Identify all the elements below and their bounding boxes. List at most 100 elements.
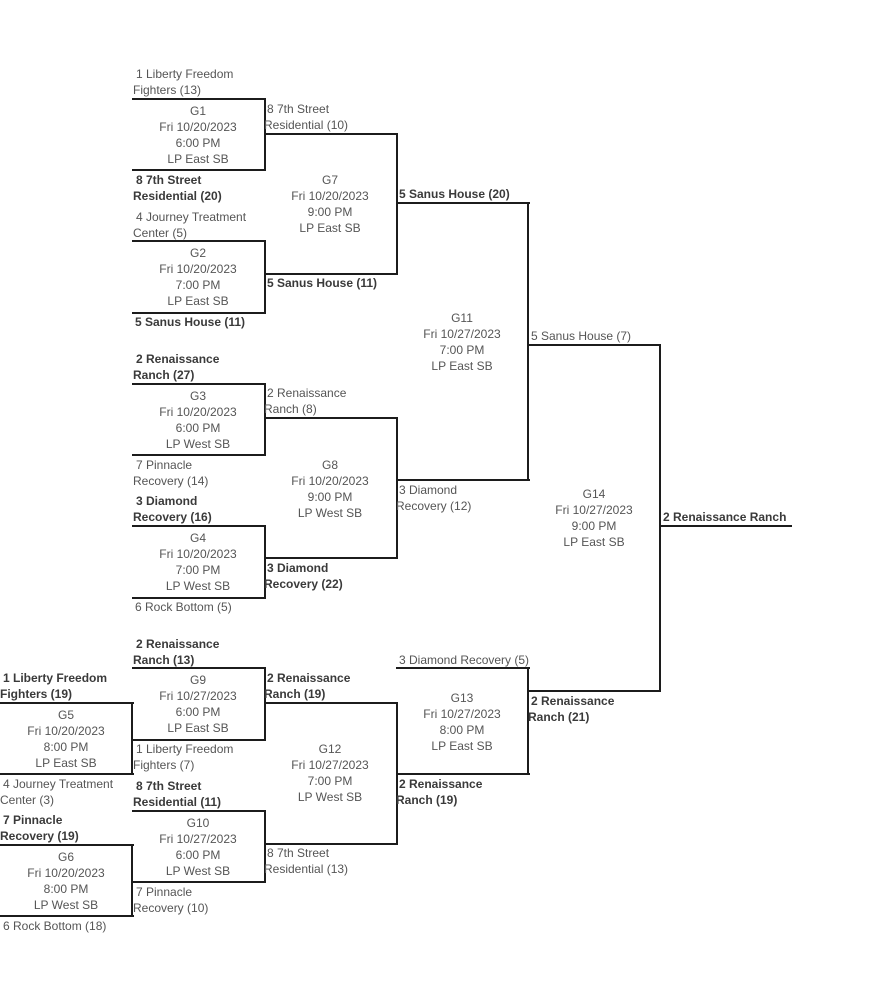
g8-top-team: 2 Renaissance Ranch (8) bbox=[264, 385, 346, 417]
g9-bottom-team-line1: 1 Liberty Freedom bbox=[136, 742, 234, 756]
g10-top-line bbox=[132, 810, 266, 812]
g10-bottom-team-line2: Recovery (10) bbox=[133, 901, 209, 915]
g13-bottom-team-line2: Ranch (19) bbox=[396, 793, 458, 807]
g12-date: Fri 10/27/2023 bbox=[291, 758, 369, 772]
g4-date: Fri 10/20/2023 bbox=[159, 547, 237, 561]
g6-bottom-team-line1: 6 Rock Bottom (18) bbox=[3, 919, 107, 933]
g14-top-line bbox=[527, 344, 661, 346]
g2-info: G2 Fri 10/20/2023 7:00 PM LP East SB bbox=[132, 245, 264, 309]
g2-top-line bbox=[132, 240, 266, 242]
g4-info: G4 Fri 10/20/2023 7:00 PM LP West SB bbox=[132, 530, 264, 594]
g1-top-team: 1 Liberty Freedom Fighters (13) bbox=[133, 66, 233, 98]
g11-bottom-team: 3 Diamond Recovery (12) bbox=[396, 482, 471, 514]
g2-top-team-line2: Center (5) bbox=[133, 226, 188, 240]
g9-date: Fri 10/27/2023 bbox=[159, 689, 237, 703]
g1-bottom-team-line1: 8 7th Street bbox=[136, 173, 202, 187]
g5-top-team-line2: Fighters (19) bbox=[0, 687, 73, 701]
g1-info: G1 Fri 10/20/2023 6:00 PM LP East SB bbox=[132, 103, 264, 167]
g7-top-team-line1: 8 7th Street bbox=[267, 102, 330, 116]
g12-top-team-line1: 2 Renaissance bbox=[267, 671, 351, 685]
g1-bottom-line bbox=[132, 169, 266, 171]
g3-label: G3 bbox=[189, 389, 206, 403]
g12-bottom-line bbox=[264, 843, 398, 845]
g14-side-line bbox=[659, 344, 661, 692]
g12-field: LP West SB bbox=[297, 790, 363, 804]
g9-top-line bbox=[132, 667, 266, 669]
g2-side-line bbox=[264, 240, 266, 314]
g3-top-team-line2: Ranch (27) bbox=[133, 368, 195, 382]
g1-bottom-team: 8 7th Street Residential (20) bbox=[133, 172, 222, 204]
g6-bottom-team: 6 Rock Bottom (18) bbox=[3, 918, 106, 934]
g6-top-team-line1: 7 Pinnacle bbox=[3, 813, 63, 827]
g5-label: G5 bbox=[57, 708, 74, 722]
g3-side-line bbox=[264, 383, 266, 456]
g7-top-line bbox=[264, 133, 398, 135]
g14-bottom-team: 2 Renaissance Ranch (21) bbox=[528, 693, 614, 725]
g13-bottom-line bbox=[396, 773, 530, 775]
g9-top-team-line1: 2 Renaissance bbox=[136, 637, 220, 651]
g2-top-team: 4 Journey Treatment Center (5) bbox=[133, 209, 246, 241]
g5-side-line bbox=[131, 702, 133, 775]
g5-bottom-team-line2: Center (3) bbox=[0, 793, 55, 807]
g13-bottom-team: 2 Renaissance Ranch (19) bbox=[396, 776, 482, 808]
g5-bottom-line bbox=[0, 773, 134, 775]
g4-top-team-line2: Recovery (16) bbox=[133, 510, 212, 524]
g3-bottom-team: 7 Pinnacle Recovery (14) bbox=[133, 457, 208, 489]
g9-field: LP East SB bbox=[167, 721, 229, 735]
g1-top-team-line1: 1 Liberty Freedom bbox=[136, 67, 234, 81]
g12-time: 7:00 PM bbox=[307, 774, 353, 788]
g3-top-line bbox=[132, 383, 266, 385]
g14-time: 9:00 PM bbox=[571, 519, 617, 533]
g9-bottom-line bbox=[132, 739, 266, 741]
g11-label: G11 bbox=[451, 311, 473, 325]
g1-bottom-team-line2: Residential (20) bbox=[133, 189, 222, 203]
g13-top-team-line1: 3 Diamond Recovery (5) bbox=[399, 653, 530, 667]
g10-time: 6:00 PM bbox=[175, 848, 221, 862]
g8-bottom-team-line2: Recovery (22) bbox=[264, 577, 343, 591]
g8-date: Fri 10/20/2023 bbox=[291, 474, 369, 488]
g13-label: G13 bbox=[450, 691, 474, 705]
g4-time: 7:00 PM bbox=[175, 563, 221, 577]
g3-time: 6:00 PM bbox=[175, 421, 221, 435]
g9-bottom-team-line2: Fighters (7) bbox=[133, 758, 195, 772]
g8-info: G8 Fri 10/20/2023 9:00 PM LP West SB bbox=[264, 457, 396, 521]
g14-top-team: 5 Sanus House (7) bbox=[531, 328, 631, 344]
g11-bottom-team-line1: 3 Diamond bbox=[399, 483, 458, 497]
g14-bottom-line bbox=[527, 690, 661, 692]
g2-field: LP East SB bbox=[167, 294, 229, 308]
g4-top-team-line1: 3 Diamond bbox=[136, 494, 198, 508]
g9-info: G9 Fri 10/27/2023 6:00 PM LP East SB bbox=[132, 672, 264, 736]
g6-top-team: 7 Pinnacle Recovery (19) bbox=[0, 812, 79, 844]
g8-bottom-team: 3 Diamond Recovery (22) bbox=[264, 560, 343, 592]
g5-time: 8:00 PM bbox=[43, 740, 89, 754]
g7-top-team-line2: Residential (10) bbox=[264, 118, 349, 132]
g2-date: Fri 10/20/2023 bbox=[159, 262, 237, 276]
g10-top-team-line1: 8 7th Street bbox=[136, 779, 202, 793]
g4-bottom-team: 6 Rock Bottom (5) bbox=[135, 599, 232, 615]
g13-date: Fri 10/27/2023 bbox=[423, 707, 501, 721]
g10-label: G10 bbox=[186, 816, 210, 830]
g1-field: LP East SB bbox=[167, 152, 229, 166]
g5-date: Fri 10/20/2023 bbox=[27, 724, 105, 738]
g3-info: G3 Fri 10/20/2023 6:00 PM LP West SB bbox=[132, 388, 264, 452]
g1-date: Fri 10/20/2023 bbox=[159, 120, 237, 134]
g11-date: Fri 10/27/2023 bbox=[423, 327, 501, 341]
g4-side-line bbox=[264, 525, 266, 599]
g6-date: Fri 10/20/2023 bbox=[27, 866, 105, 880]
g3-top-team-line1: 2 Renaissance bbox=[136, 352, 220, 366]
g2-bottom-team-line1: 5 Sanus House (11) bbox=[135, 315, 246, 329]
g14-date: Fri 10/27/2023 bbox=[555, 503, 633, 517]
g13-top-team: 3 Diamond Recovery (5) bbox=[399, 652, 529, 668]
g7-bottom-team: 5 Sanus House (11) bbox=[267, 275, 377, 291]
g5-field: LP East SB bbox=[35, 756, 97, 770]
g4-top-line bbox=[132, 525, 266, 527]
g14-label: G14 bbox=[582, 487, 606, 501]
g2-label: G2 bbox=[189, 246, 206, 260]
g8-time: 9:00 PM bbox=[307, 490, 353, 504]
g10-bottom-team: 7 Pinnacle Recovery (10) bbox=[133, 884, 208, 916]
g6-top-line bbox=[0, 844, 134, 846]
g12-bottom-team-line1: 8 7th Street bbox=[267, 846, 330, 860]
g4-top-team: 3 Diamond Recovery (16) bbox=[133, 493, 212, 525]
g4-field: LP West SB bbox=[165, 579, 231, 593]
g8-top-line bbox=[264, 417, 398, 419]
